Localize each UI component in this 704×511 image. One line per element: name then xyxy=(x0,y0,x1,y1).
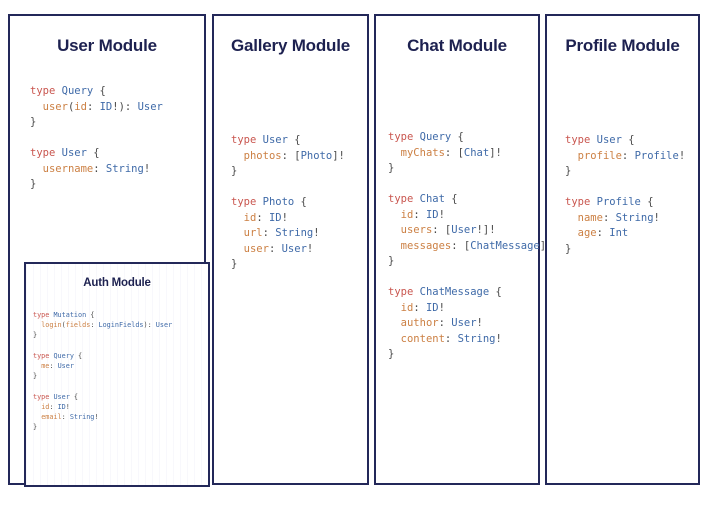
module-card-auth[interactable]: Auth Module type Mutation { login(fields… xyxy=(24,262,210,487)
schema-code-profile: type User { profile: Profile! } type Pro… xyxy=(565,134,686,255)
module-title-profile: Profile Module xyxy=(565,36,680,55)
module-card-user[interactable]: User Module type Query { user(id: ID!): … xyxy=(8,14,210,487)
module-card-chat[interactable]: Chat Module type Query { myChats: [Chat]… xyxy=(374,14,552,485)
module-card-profile[interactable]: Profile Module type User { profile: Prof… xyxy=(545,14,700,485)
schema-code-gallery: type User { photos: [Photo]! } type Phot… xyxy=(231,134,345,270)
schema-code-user: type Query { user(id: ID!): User } type … xyxy=(30,85,163,190)
module-title-auth: Auth Module xyxy=(83,277,151,289)
module-card-gallery[interactable]: Gallery Module type User { photos: [Phot… xyxy=(212,14,369,485)
schema-code-auth: type Mutation { login(fields: LoginField… xyxy=(33,311,173,432)
module-title-user: User Module xyxy=(57,36,157,55)
module-title-gallery: Gallery Module xyxy=(230,36,351,55)
schema-code-chat: type Query { myChats: [Chat]! } type Cha… xyxy=(388,131,552,360)
module-title-chat: Chat Module xyxy=(407,36,507,55)
